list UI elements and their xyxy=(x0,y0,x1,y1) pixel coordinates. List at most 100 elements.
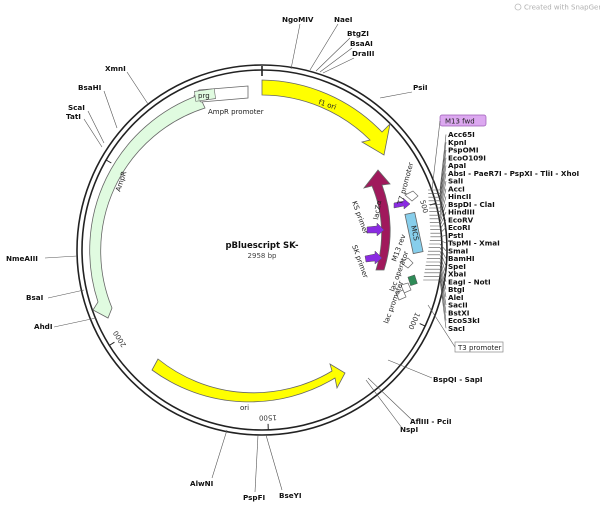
site-leader xyxy=(430,211,447,227)
site-ngomiv[interactable]: NgoMIV xyxy=(282,15,314,24)
site-leader xyxy=(424,272,447,313)
site-ahdi[interactable]: AhdI xyxy=(34,322,53,331)
lac-promoter-feature[interactable] xyxy=(395,289,407,301)
site-acc65i[interactable]: Acc65I xyxy=(448,130,475,139)
site-leader xyxy=(428,157,447,202)
watermark-text: Created with SnapGene xyxy=(524,4,600,12)
lacz-feature[interactable] xyxy=(362,169,391,271)
t7-promoter-feature[interactable] xyxy=(404,190,419,202)
site-apai[interactable]: ApaI xyxy=(448,161,467,170)
site-saci[interactable]: SacI xyxy=(448,324,465,333)
m13-fwd-primer[interactable]: M13 fwd xyxy=(431,114,487,191)
site-draiii[interactable]: DraIII xyxy=(352,49,375,58)
site-leader xyxy=(428,142,447,194)
site-ecorv[interactable]: EcoRV xyxy=(448,215,474,224)
site-bspdi-clai[interactable]: BspDI - ClaI xyxy=(448,200,495,209)
tick-label-1000: 1000 xyxy=(406,311,421,331)
ampr-promoter-label: AmpR promoter xyxy=(208,108,264,116)
site-leader xyxy=(429,240,447,244)
site-acci[interactable]: AccI xyxy=(448,184,465,193)
site-sali[interactable]: SalI xyxy=(448,177,463,186)
site-leader xyxy=(428,134,447,191)
site-pspomi[interactable]: PspOMI xyxy=(448,146,479,155)
site-leader xyxy=(429,188,447,216)
site-leader xyxy=(430,219,447,230)
site-leader xyxy=(430,227,447,234)
site-leader xyxy=(425,265,447,298)
site-spei[interactable]: SpeI xyxy=(448,262,466,271)
site-bsahi[interactable]: BsaHI xyxy=(78,83,102,92)
f1-ori-feature[interactable] xyxy=(261,79,391,156)
cap-site-feature[interactable] xyxy=(407,274,418,286)
site-leader xyxy=(426,258,447,282)
site-nmeaiii[interactable]: NmeAIII xyxy=(6,254,38,263)
site-bstxi[interactable]: BstXI xyxy=(448,308,470,317)
site-smai[interactable]: SmaI xyxy=(448,246,469,255)
site-btgi[interactable]: BtgI xyxy=(448,285,465,294)
site-xmni[interactable]: XmnI xyxy=(105,64,126,73)
site-btgzi[interactable]: BtgZI xyxy=(347,29,369,38)
site-ecori[interactable]: EcoRI xyxy=(448,223,471,232)
site-absi-paer7i-pspxi-tlii-xhoi[interactable]: AbsI - PaeR7I - PspXI - TliI - XhoI xyxy=(448,169,580,178)
snapgene-logo-icon xyxy=(514,3,522,11)
site-sacii[interactable]: SacII xyxy=(448,301,468,310)
site-kpni[interactable]: KpnI xyxy=(448,138,467,147)
site-leader xyxy=(428,250,447,267)
site-ecos3ki[interactable]: EcoS3kI xyxy=(448,316,480,325)
site-labels-bottom: BspQI - SapI AflIII - PciI NspI AlwNI Ps… xyxy=(190,359,483,502)
site-labels-left: NmeAIII BsaI AhdI xyxy=(6,254,97,331)
tick-label-1500: 1500 xyxy=(259,413,277,422)
site-ecoo109i[interactable]: EcoO109I xyxy=(448,153,486,162)
site-bamhi[interactable]: BamHI xyxy=(448,254,475,263)
site-leader xyxy=(423,279,447,329)
site-bsai[interactable]: BsaI xyxy=(26,293,44,302)
ks-primer-arrow[interactable] xyxy=(366,222,385,237)
m13-rev-feature[interactable] xyxy=(399,257,414,269)
site-alei[interactable]: AleI xyxy=(448,293,464,302)
ori-feature[interactable] xyxy=(151,358,346,403)
site-hincii[interactable]: HincII xyxy=(448,192,472,201)
site-bsaai[interactable]: BsaAI xyxy=(350,39,373,48)
ks-primer-feature[interactable] xyxy=(393,197,411,210)
site-leader xyxy=(427,254,447,275)
prg-label: prg xyxy=(198,92,210,100)
ori-label: ori xyxy=(240,404,249,412)
site-leader xyxy=(430,234,447,238)
site-eagi-noti[interactable]: EagI - NotI xyxy=(448,277,491,286)
site-psti[interactable]: PstI xyxy=(448,231,464,240)
tick-label-2000: 2000 xyxy=(112,329,128,348)
site-leader xyxy=(429,180,447,212)
site-pspfi[interactable]: PspFI xyxy=(243,493,265,502)
site-bspqi-sapi[interactable]: BspQI - SapI xyxy=(433,375,483,384)
ampr-feature[interactable] xyxy=(89,94,206,319)
site-afliii-pcii[interactable]: AflIII - PciI xyxy=(410,417,452,426)
site-bseyi[interactable]: BseYI xyxy=(279,491,302,500)
site-psii[interactable]: PsiI xyxy=(413,83,428,92)
mcs-feature[interactable] xyxy=(404,211,424,255)
backbone xyxy=(76,64,448,436)
tick-mark xyxy=(105,159,112,164)
snapgene-watermark[interactable]: Created with SnapGene xyxy=(514,3,600,12)
plasmid-size: 2958 bp xyxy=(248,252,277,260)
site-nspi[interactable]: NspI xyxy=(400,425,418,434)
site-xbai[interactable]: XbaI xyxy=(448,270,467,279)
site-leader xyxy=(426,261,447,290)
site-tati[interactable]: TatI xyxy=(66,112,81,121)
site-leader xyxy=(429,204,447,223)
site-leader xyxy=(428,247,447,259)
site-leader xyxy=(429,243,447,251)
site-leader xyxy=(429,173,447,209)
t3-promoter[interactable]: T3 promoter xyxy=(427,304,504,353)
site-naei[interactable]: NaeI xyxy=(334,15,353,24)
site-labels-top: NgoMIV NaeI BtgZI BsaAI DraIII PsiI XmnI… xyxy=(66,15,428,148)
sk-primer-feature[interactable] xyxy=(364,250,383,265)
site-scai[interactable]: ScaI xyxy=(68,103,85,112)
site-alwni[interactable]: AlwNI xyxy=(190,479,214,488)
site-leader xyxy=(423,276,447,321)
site-tspmi-xmai[interactable]: TspMI - XmaI xyxy=(448,239,500,248)
site-leader xyxy=(429,196,447,220)
prg-box xyxy=(194,88,216,102)
site-hindiii[interactable]: HindIII xyxy=(448,208,475,217)
